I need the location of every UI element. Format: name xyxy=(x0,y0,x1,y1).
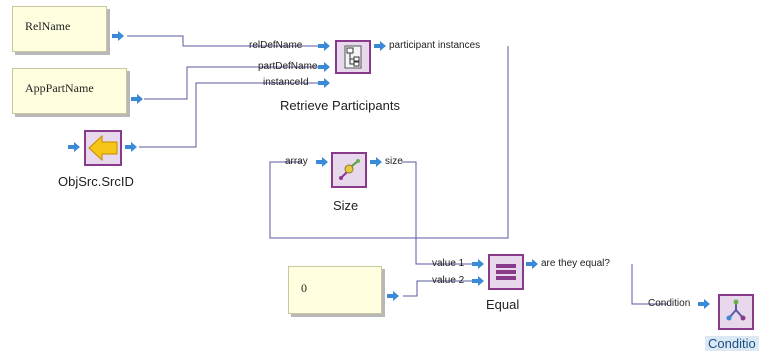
size-label: Size xyxy=(333,198,359,213)
instanceid-in-arrow-icon[interactable] xyxy=(318,78,330,88)
size-out-arrow-icon[interactable] xyxy=(370,157,382,167)
wire-objsrc-instanceid xyxy=(139,82,318,148)
hierarchy-icon xyxy=(344,45,362,69)
relname-out-arrow-icon[interactable] xyxy=(112,31,124,41)
zero-note[interactable]: 0 xyxy=(288,266,382,314)
objsrc-in-arrow-icon[interactable] xyxy=(68,142,80,152)
reldefname-in-arrow-icon[interactable] xyxy=(318,41,330,51)
retrieve-participants-node[interactable] xyxy=(335,40,371,74)
reldefname-pin-label: relDefName xyxy=(249,40,303,51)
condition-label: Conditio xyxy=(705,336,759,351)
value1-pin-label: value 1 xyxy=(432,258,465,269)
relname-note-text: RelName xyxy=(25,19,71,33)
size-node[interactable] xyxy=(331,152,367,188)
value2-in-arrow-icon[interactable] xyxy=(472,276,484,286)
instanceid-pin-label: instanceId xyxy=(263,77,309,88)
value1-in-arrow-icon[interactable] xyxy=(472,259,484,269)
objsrc-node[interactable] xyxy=(84,130,122,166)
objsrc-label: ObjSrc.SrcID xyxy=(58,174,134,189)
wire-equal-condition xyxy=(631,264,668,305)
wire-relname-reldefname xyxy=(127,35,318,47)
partdefname-in-arrow-icon[interactable] xyxy=(318,62,330,72)
condition-in-arrow-icon[interactable] xyxy=(698,299,710,309)
value2-pin-label: value 2 xyxy=(432,275,465,286)
objsrc-out-arrow-icon[interactable] xyxy=(125,142,137,152)
apppartname-note-text: AppPartName xyxy=(25,81,94,95)
condition-icon xyxy=(726,299,746,321)
wire-size-value1 xyxy=(402,161,472,265)
are-they-equal-pin-label: are they equal? xyxy=(541,258,610,269)
zero-note-text: 0 xyxy=(301,281,307,295)
size-icon xyxy=(339,159,360,180)
relname-note[interactable]: RelName xyxy=(12,6,107,52)
array-in-arrow-icon[interactable] xyxy=(316,157,328,167)
equal-label: Equal xyxy=(486,297,520,312)
source-arrow-icon xyxy=(88,134,118,162)
condition-pin-label: Condition xyxy=(648,298,691,309)
equal-out-arrow-icon[interactable] xyxy=(526,259,538,269)
partdefname-pin-label: partDefName xyxy=(258,61,318,72)
condition-node[interactable] xyxy=(718,294,754,330)
apppartname-note[interactable]: AppPartName xyxy=(12,68,127,114)
size-pin-label: size xyxy=(385,156,403,167)
participants-out-arrow-icon[interactable] xyxy=(374,41,386,51)
array-pin-label: array xyxy=(285,156,308,167)
retrieve-participants-label: Retrieve Participants xyxy=(280,98,400,113)
wire-zero-value2 xyxy=(403,280,472,297)
equal-node[interactable] xyxy=(488,254,524,290)
participant-instances-pin-label: participant instances xyxy=(389,40,481,51)
equals-icon xyxy=(496,264,516,280)
zero-out-arrow-icon[interactable] xyxy=(387,291,399,301)
wire-participants-array xyxy=(269,46,509,239)
apppartname-out-arrow-icon[interactable] xyxy=(131,94,143,104)
wire-apppartname-partdefname xyxy=(144,66,318,100)
